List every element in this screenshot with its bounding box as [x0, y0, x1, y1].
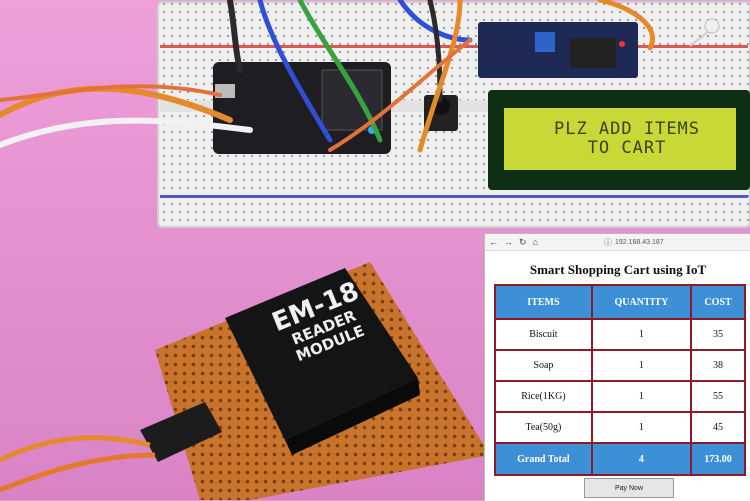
pay-now-button[interactable]: Pay Now [584, 478, 674, 498]
table-row: Soap 1 38 [494, 349, 746, 382]
info-icon: ⓘ [603, 237, 612, 247]
header-items: ITEMS [494, 284, 593, 320]
url-text: 192.168.43.187 [614, 238, 664, 246]
reload-icon[interactable]: ↻ [519, 236, 527, 247]
back-icon[interactable]: ← [489, 237, 498, 247]
led [689, 18, 720, 47]
table-row: Rice(1KG) 1 55 [494, 380, 746, 413]
browser-toolbar: ← → ↻ ⌂ ⓘ 192.168.43.187 [485, 234, 750, 251]
item-cost: 45 [690, 411, 746, 444]
table-header-row: ITEMS QUANTITY COST [494, 284, 746, 320]
header-quantity: QUANTITY [590, 284, 693, 320]
jumper-wires [0, 0, 655, 153]
i2c-module [478, 22, 638, 78]
item-name: Tea(50g) [494, 411, 593, 444]
item-quantity: 1 [590, 349, 693, 382]
lcd-text: PLZ ADD ITEMS TO CART [522, 120, 732, 158]
home-icon[interactable]: ⌂ [532, 237, 538, 247]
table-row: Tea(50g) 1 45 [494, 411, 746, 444]
item-name: Soap [494, 349, 593, 382]
lcd-line-2: TO CART [587, 138, 667, 158]
item-quantity: 1 [590, 318, 693, 351]
browser-screenshot: ← → ↻ ⌂ ⓘ 192.168.43.187 Smart Shopping … [484, 233, 750, 501]
item-quantity: 1 [590, 411, 693, 444]
rfid-connector [0, 402, 222, 493]
page-title: Smart Shopping Cart using IoT [529, 262, 707, 277]
cart-table: ITEMS QUANTITY COST Biscuit 1 35 Soap 1 … [494, 284, 746, 476]
item-name: Biscuit [494, 318, 593, 351]
header-cost: COST [690, 284, 746, 320]
item-cost: 35 [690, 318, 746, 351]
item-cost: 38 [690, 349, 746, 382]
item-name: Rice(1KG) [494, 380, 593, 413]
lcd-display [488, 90, 750, 190]
em18-module [225, 268, 420, 455]
address-bar[interactable]: ⓘ 192.168.43.187 [604, 237, 664, 248]
table-row: Biscuit 1 35 [494, 318, 746, 351]
lcd-line-1: PLZ ADD ITEMS [553, 119, 701, 139]
item-quantity: 1 [590, 380, 693, 413]
item-cost: 55 [690, 380, 746, 413]
grand-total-label: Grand Total [494, 442, 593, 476]
grand-total-quantity: 4 [590, 442, 693, 476]
forward-icon[interactable]: → [504, 237, 513, 247]
grand-total-row: Grand Total 4 173.00 [494, 442, 746, 476]
grand-total-cost: 173.00 [690, 442, 746, 476]
